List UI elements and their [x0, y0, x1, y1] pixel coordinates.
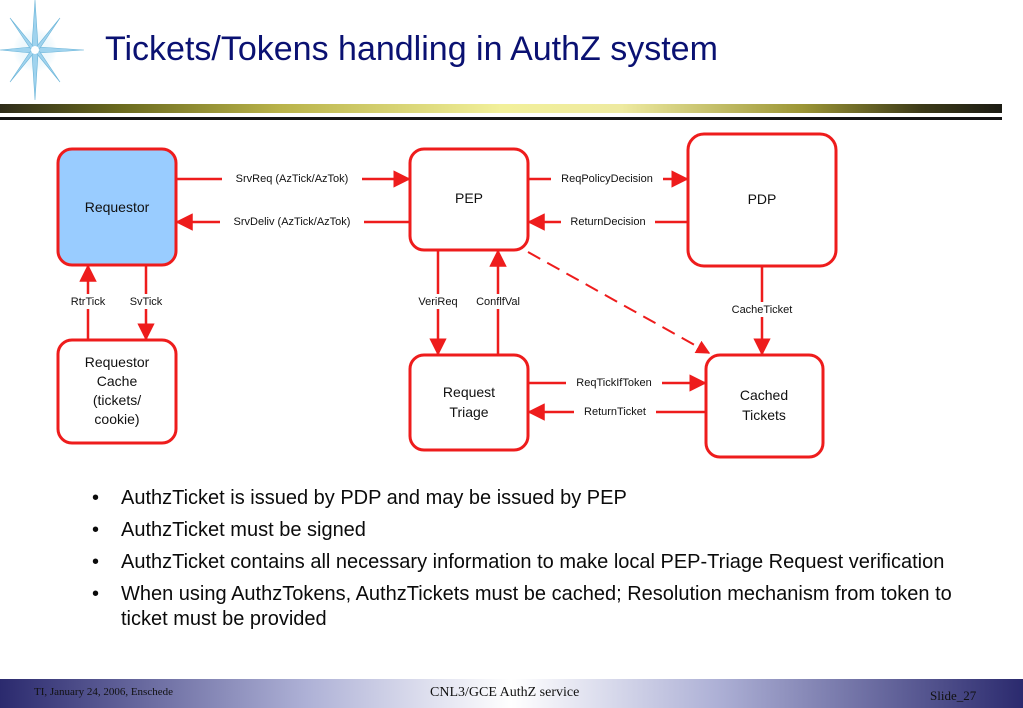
requestor-label: Requestor: [85, 199, 150, 215]
verireq-label: VeriReq: [418, 296, 457, 308]
request-triage-line-2: Triage: [449, 404, 488, 420]
requestor-cache-box: [56, 338, 178, 445]
reqpolicydecision-label: ReqPolicyDecision: [561, 173, 653, 185]
returndecision-label: ReturnDecision: [570, 216, 645, 228]
srvdeliv-label: SrvDeliv (AzTick/AzTok): [234, 216, 351, 228]
authz-diagram: Requestor PEP PDP Requestor Cache (ticke…: [56, 132, 838, 459]
reqtickiftoken-label: ReqTickIfToken: [576, 377, 651, 389]
title-gradient-rule: [0, 104, 1002, 113]
conflfval-label: ConflfVal: [476, 296, 520, 308]
title-thin-rule: [0, 117, 1002, 120]
rtrtick-label: RtrTick: [71, 296, 106, 308]
footer-date-location: TI, January 24, 2006, Enschede: [34, 686, 173, 698]
request-triage-line-1: Request: [443, 384, 495, 400]
returnticket-label: ReturnTicket: [584, 406, 646, 418]
bullet-dot-icon: •: [92, 583, 100, 605]
bullet-item: •AuthzTicket must be signed: [92, 519, 366, 541]
requestor-cache-line-1: Requestor: [85, 354, 150, 370]
bullet-item: •When using AuthzTokens, AuthzTickets mu…: [92, 583, 952, 630]
requestor-cache-line-4: cookie): [94, 411, 139, 427]
cacheticket-label: CacheTicket: [732, 304, 793, 316]
footer-bar: [0, 679, 1023, 708]
bullet-item: •AuthzTicket contains all necessary info…: [92, 551, 945, 573]
footer-presentation-title: CNL3/GCE AuthZ service: [430, 685, 580, 700]
pep-label: PEP: [455, 190, 483, 206]
star-logo-icon: [0, 0, 85, 100]
cached-tickets-box: [704, 353, 825, 459]
footer-slide-number: Slide_27: [930, 688, 977, 703]
pep-to-cache-dashed-arrow: [527, 251, 711, 354]
svtick-label: SvTick: [130, 296, 163, 308]
request-triage-box: [408, 353, 530, 452]
slide-title: Tickets/Tokens handling in AuthZ system: [105, 30, 718, 68]
bullet-item: •AuthzTicket is issued by PDP and may be…: [92, 487, 627, 509]
cached-tickets-line-2: Tickets: [742, 407, 786, 423]
pdp-label: PDP: [748, 191, 777, 207]
bullet-dot-icon: •: [92, 487, 100, 509]
requestor-cache-line-2: Cache: [97, 373, 138, 389]
srvreq-label: SrvReq (AzTick/AzTok): [236, 173, 349, 185]
cached-tickets-line-1: Cached: [740, 387, 788, 403]
bullet-list: •AuthzTicket is issued by PDP and may be…: [92, 486, 992, 639]
bullet-dot-icon: •: [92, 551, 100, 573]
pep-box: [408, 147, 530, 252]
requestor-box: [56, 147, 178, 267]
requestor-cache-line-3: (tickets/: [93, 392, 141, 408]
bullet-dot-icon: •: [92, 519, 100, 541]
